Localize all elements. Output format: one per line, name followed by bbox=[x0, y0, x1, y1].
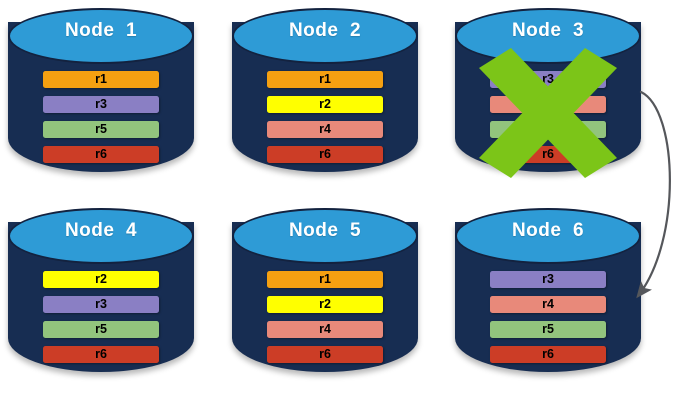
record-bar-r4[interactable]: r4 bbox=[490, 96, 606, 113]
record-bar-label: r5 bbox=[542, 322, 554, 336]
cylinder-top-ellipse bbox=[8, 208, 194, 264]
record-bar-label: r2 bbox=[95, 272, 107, 286]
node-title: Node 1 bbox=[64, 20, 138, 41]
record-bar-r3[interactable]: r3 bbox=[43, 96, 159, 113]
record-bar-label: r1 bbox=[95, 72, 107, 86]
record-bar-r3[interactable]: r3 bbox=[490, 271, 606, 288]
record-bar-r5[interactable]: r5 bbox=[490, 321, 606, 338]
record-bar-label: r3 bbox=[95, 97, 107, 111]
record-bar-label: r2 bbox=[319, 97, 331, 111]
record-bar-list: r1 r3 r5 r6 bbox=[43, 71, 159, 163]
failover-arrow-path bbox=[636, 90, 671, 299]
record-bar-r3[interactable]: r3 bbox=[43, 296, 159, 313]
record-bar-list: r1 r2 r4 r6 bbox=[267, 271, 383, 363]
record-bar-r1[interactable]: r1 bbox=[267, 271, 383, 288]
record-bar-r5[interactable]: r5 bbox=[490, 121, 606, 138]
record-bar-r6[interactable]: r6 bbox=[43, 146, 159, 163]
record-bar-label: r4 bbox=[319, 322, 331, 336]
record-bar-label: r1 bbox=[319, 272, 331, 286]
record-bar-label: r4 bbox=[542, 97, 554, 111]
record-bar-label: r5 bbox=[95, 122, 107, 136]
record-bar-label: r3 bbox=[542, 272, 554, 286]
node-cylinder-5[interactable]: Node 5 r1 r2 r4 r6 bbox=[232, 208, 418, 390]
node-title: Node 4 bbox=[64, 220, 138, 241]
record-bar-r6[interactable]: r6 bbox=[490, 146, 606, 163]
node-title: Node 3 bbox=[511, 20, 585, 41]
record-bar-label: r6 bbox=[319, 347, 331, 361]
record-bar-label: r6 bbox=[95, 347, 107, 361]
record-bar-r3[interactable]: r3 bbox=[490, 71, 606, 88]
record-bar-r6[interactable]: r6 bbox=[267, 346, 383, 363]
record-bar-r1[interactable]: r1 bbox=[43, 71, 159, 88]
node-cylinder-2[interactable]: Node 2 r1 r2 r4 r6 bbox=[232, 8, 418, 190]
node-title: Node 5 bbox=[288, 220, 362, 241]
record-bar-label: r3 bbox=[95, 297, 107, 311]
cylinder-top-ellipse bbox=[232, 208, 418, 264]
cylinder-top-ellipse bbox=[8, 8, 194, 64]
record-bar-r4[interactable]: r4 bbox=[490, 296, 606, 313]
record-bar-label: r6 bbox=[319, 147, 331, 161]
record-bar-r4[interactable]: r4 bbox=[267, 321, 383, 338]
node-cylinder-6[interactable]: Node 6 r3 r4 r5 r6 bbox=[455, 208, 641, 390]
record-bar-label: r4 bbox=[319, 122, 331, 136]
record-bar-r4[interactable]: r4 bbox=[267, 121, 383, 138]
record-bar-label: r1 bbox=[319, 72, 331, 86]
record-bar-r2[interactable]: r2 bbox=[267, 296, 383, 313]
record-bar-r2[interactable]: r2 bbox=[267, 96, 383, 113]
record-bar-label: r3 bbox=[542, 72, 554, 86]
record-bar-r5[interactable]: r5 bbox=[43, 121, 159, 138]
record-bar-list: r3 r4 r5 r6 bbox=[490, 271, 606, 363]
record-bar-label: r5 bbox=[95, 322, 107, 336]
node-cylinder-4[interactable]: Node 4 r2 r3 r5 r6 bbox=[8, 208, 194, 390]
record-bar-label: r6 bbox=[542, 347, 554, 361]
cylinder-top-ellipse bbox=[455, 208, 641, 264]
node-cylinder-1[interactable]: Node 1 r1 r3 r5 r6 bbox=[8, 8, 194, 190]
record-bar-list: r2 r3 r5 r6 bbox=[43, 271, 159, 363]
record-bar-label: r2 bbox=[319, 297, 331, 311]
record-bar-r6[interactable]: r6 bbox=[43, 346, 159, 363]
record-bar-r6[interactable]: r6 bbox=[267, 146, 383, 163]
record-bar-label: r5 bbox=[542, 122, 554, 136]
record-bar-label: r6 bbox=[542, 147, 554, 161]
record-bar-r1[interactable]: r1 bbox=[267, 71, 383, 88]
record-bar-label: r6 bbox=[95, 147, 107, 161]
record-bar-r2[interactable]: r2 bbox=[43, 271, 159, 288]
record-bar-r6[interactable]: r6 bbox=[490, 346, 606, 363]
record-bar-r5[interactable]: r5 bbox=[43, 321, 159, 338]
record-bar-list: r3 r4 r5 r6 bbox=[490, 71, 606, 163]
record-bar-label: r4 bbox=[542, 297, 554, 311]
cylinder-top-ellipse bbox=[232, 8, 418, 64]
node-title: Node 6 bbox=[511, 220, 585, 241]
record-bar-list: r1 r2 r4 r6 bbox=[267, 71, 383, 163]
node-cylinder-3[interactable]: Node 3 r3 r4 r5 r6 bbox=[455, 8, 641, 190]
node-title: Node 2 bbox=[288, 20, 362, 41]
